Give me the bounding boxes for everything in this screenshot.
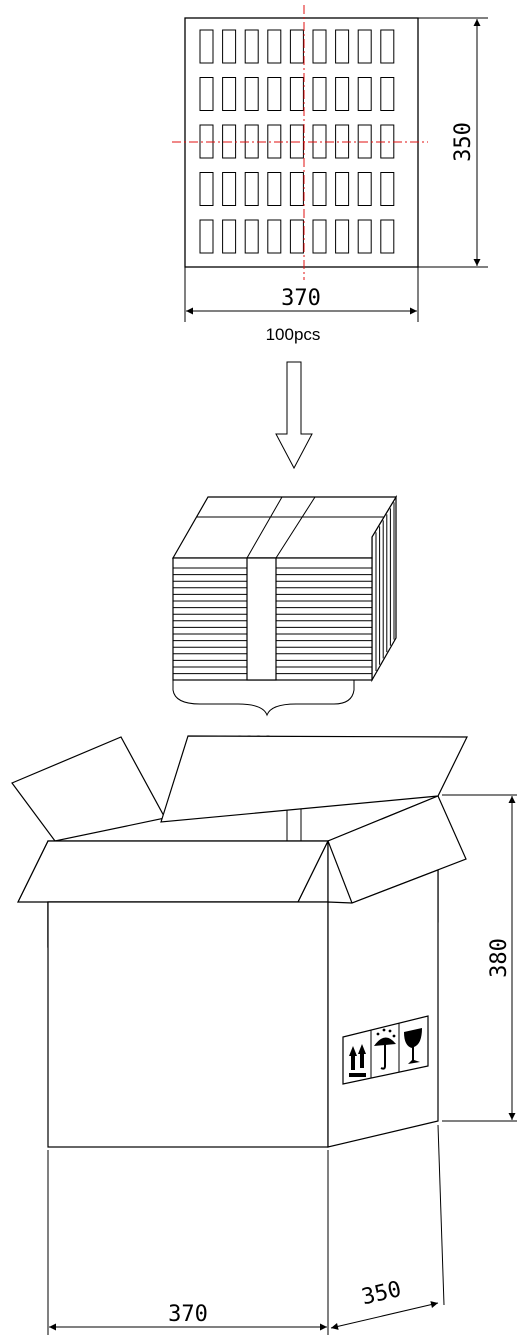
tray-slot [199,172,214,206]
tray-slot [199,219,214,254]
tray-slot [312,172,327,206]
tray-slot [357,172,372,206]
tray-slot [380,29,395,64]
tray-slot [335,77,350,111]
tray-slot [199,29,214,64]
tray-slot [267,219,282,254]
tray-slot [335,172,350,206]
tray-slot [312,77,327,111]
box-flap-back-left [11,736,166,842]
box-body-side [327,869,439,1148]
tray-slot [380,172,395,206]
tray-slot [312,219,327,254]
tray-quantity-label: 100pcs [266,325,321,344]
box-depth-dimension: 350 [330,1124,445,1330]
tray-slot [312,29,327,64]
box-width-dimension: 370 [47,1150,329,1335]
fragile-icon [404,1028,422,1064]
tray-slot [244,29,259,64]
tray-slot [199,77,214,111]
flow-arrow-down-1 [275,361,313,470]
tray-slot [357,29,372,64]
tray-height-dimension: 350 [418,17,488,268]
tray-stack [171,494,398,717]
box-depth-label: 350 [359,1277,403,1310]
tray-slot [380,219,395,254]
tray-slot [222,172,237,206]
box-height-label: 380 [487,938,512,978]
tray-slot [267,77,282,111]
tray-slots [199,29,395,254]
tray-slot [289,77,304,111]
tray-width-dimension: 370 [184,267,419,322]
tray-slot [380,77,395,111]
box-width-label: 370 [168,1302,208,1327]
tray-slot [222,219,237,254]
stack-side-lines [375,502,395,671]
tray-width-label: 370 [281,286,321,311]
tray-slot [289,172,304,206]
tray-slot [289,29,304,64]
tray-slot [244,219,259,254]
box-flap-right [327,795,467,904]
tray-slot [335,29,350,64]
keep-dry-icon [374,1028,396,1070]
stack-brace [172,680,355,717]
stack-strap-front [246,557,277,681]
stack-strap-top [246,496,316,559]
box-height-dimension: 380 [442,794,517,1122]
tray-top-view [172,5,428,280]
tray-slot [244,172,259,206]
tray-slot [222,77,237,111]
tray-slot [357,219,372,254]
tray-slot [267,29,282,64]
tray-slot [357,77,372,111]
box-flap-front [17,840,329,903]
box-flap-back-right [160,735,468,823]
tray-slot [244,77,259,111]
this-way-up-icon [349,1044,366,1077]
tray-slot [289,219,304,254]
stack-top-face [171,496,398,559]
carton-box [11,735,468,1148]
tray-height-label: 350 [451,122,476,162]
box-body-front [47,901,329,1148]
tray-slot [222,29,237,64]
handling-labels [342,1015,429,1085]
tray-slot [267,172,282,206]
tray-slot [335,219,350,254]
